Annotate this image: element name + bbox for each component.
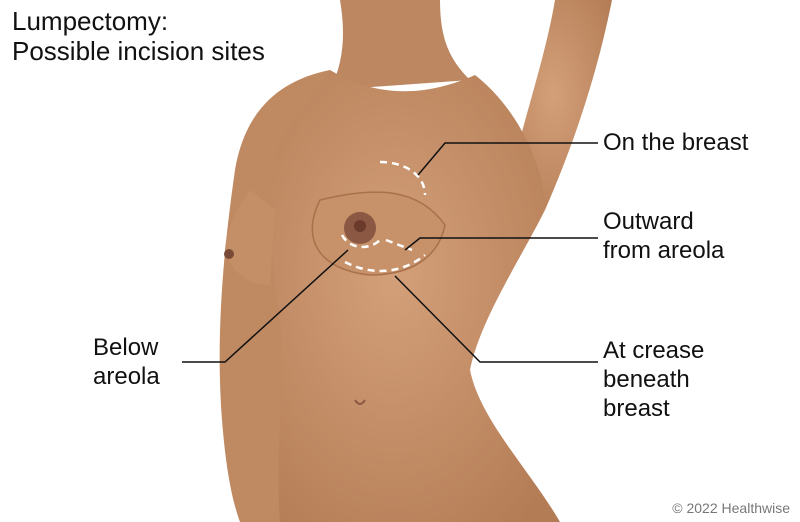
leader-outward <box>404 237 598 251</box>
label-below-areola: Below areola <box>93 333 160 391</box>
label-text: breast <box>603 395 670 422</box>
label-text: Outward <box>603 208 694 235</box>
title-line-1: Lumpectomy: <box>12 6 169 36</box>
copyright: © 2022 Healthwise <box>672 500 790 516</box>
label-text: areola <box>93 363 160 390</box>
leader-on-breast <box>417 142 598 176</box>
label-on-breast: On the breast <box>603 128 748 157</box>
label-text: Below <box>93 334 159 361</box>
page-title: Lumpectomy: Possible incision sites <box>12 6 265 66</box>
label-text: At crease <box>603 337 705 364</box>
label-text: On the breast <box>603 129 749 156</box>
torso <box>257 70 560 522</box>
neck <box>330 0 470 90</box>
left-breast <box>225 190 275 285</box>
right-breast <box>311 191 446 276</box>
leader-crease <box>394 275 598 363</box>
label-crease-beneath-breast: At crease beneath breast <box>603 336 704 423</box>
label-outward-from-areola: Outward from areola <box>603 207 724 265</box>
left-arm <box>219 70 330 522</box>
incision-on-breast <box>379 160 427 196</box>
label-text: beneath <box>603 366 690 393</box>
leader-below <box>182 249 349 363</box>
incision-outward <box>385 238 413 252</box>
incision-crease <box>344 254 426 273</box>
incision-around-areola <box>340 234 381 249</box>
title-line-2: Possible incision sites <box>12 36 265 66</box>
label-text: from areola <box>603 237 725 264</box>
